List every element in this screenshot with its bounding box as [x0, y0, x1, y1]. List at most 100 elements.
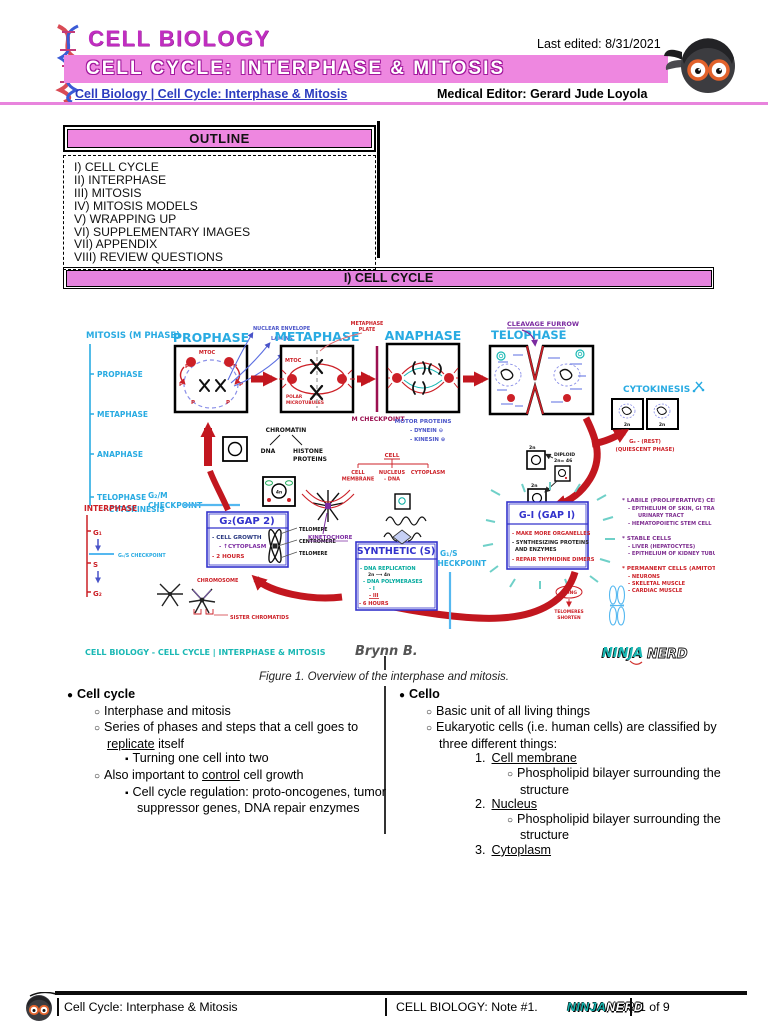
- note-item: ○Basic unit of all living things: [392, 704, 740, 721]
- telomere-label: TELOMERE: [299, 527, 328, 533]
- diploid-label: DIPLOID: [554, 452, 575, 458]
- telophase-title: TELOPHASE: [491, 328, 567, 342]
- motor-proteins-label: MOTOR PROTEINS: [395, 419, 452, 425]
- course-title: CELL BIOLOGY: [88, 26, 271, 51]
- chromatin-tree: CHROMATIN DNA HISTONE PROTEINS: [261, 427, 327, 463]
- bullet-icon: ○: [94, 770, 101, 782]
- outline-box: OUTLINE I) CELL CYCLE II) INTERPHASE III…: [63, 125, 376, 271]
- labile-title: * LABILE (PROLIFERATIVE) CELLS: [622, 498, 715, 504]
- note-item: ○Interphase and mitosis: [60, 704, 388, 721]
- polar-microtubules-label: POLAR: [286, 394, 303, 400]
- g1-box-title: G-I (GAP I): [519, 510, 575, 521]
- cytoplasm-label: CYTOPLASM: [411, 470, 445, 476]
- mitosis-legend: MITOSIS (M PHASE) PROPHASE METAPHASE ANA…: [86, 331, 180, 514]
- figure-watermark: CELL BIOLOGY - CELL CYCLE | INTERPHASE &…: [85, 648, 326, 657]
- ploidy-2n: 2n: [529, 445, 535, 451]
- ninja-nerd-wordmark: NINJA NINJA NERD: [601, 646, 688, 665]
- note-item-numbered: 1. Cell membrane: [392, 751, 740, 766]
- cell-cycle-figure: MITOSIS (M PHASE) PROPHASE METAPHASE ANA…: [84, 320, 715, 665]
- mtoc-label: MTOC: [285, 358, 302, 364]
- cell-nucleus: [227, 441, 243, 457]
- dynein-label: - DYNEIN ⊖: [410, 428, 443, 434]
- bullet-icon: ○: [94, 723, 101, 735]
- note-item: ▪Turning one cell into two: [60, 751, 388, 768]
- footer-brand: NINJANERD: [567, 1000, 643, 1014]
- column-divider: [384, 686, 386, 834]
- bullet-icon: ●: [399, 690, 406, 701]
- interphase-title: INTERPHASE: [84, 504, 137, 513]
- s-bullet: - III: [369, 593, 379, 599]
- nucleus-label: - DNA: [384, 477, 400, 483]
- note-item: ○Eukaryotic cells (i.e. human cells) are…: [392, 720, 740, 751]
- ninja-nerd-logo-icon: [664, 38, 735, 93]
- s-box-title: SYNTHETIC (S): [357, 546, 435, 557]
- anaphase-diagram: ANAPHASE MOTOR PROTEINS - DYNEIN ⊖ - KIN…: [385, 328, 462, 443]
- bullet-icon: ●: [67, 690, 74, 701]
- outline-item: II) INTERPHASE: [74, 172, 167, 187]
- stable-title: * STABLE CELLS: [622, 536, 671, 542]
- chromosome-label: CHROMOSOME: [197, 578, 239, 584]
- g1s-checkpoint-label: G₁/S: [440, 549, 458, 558]
- g1-bullet: - SYNTHESIZING PROTEINS: [512, 540, 589, 546]
- brand-nerd: NERD: [606, 1000, 644, 1014]
- metaphase-plate-label: PLATE: [359, 327, 375, 333]
- outline-item: VII) APPENDIX: [74, 237, 158, 252]
- lamins-label: LAMINS: [271, 336, 293, 342]
- note-title-text: Cello: [409, 687, 440, 701]
- metaphase-plate-label: METAPHASE: [351, 321, 384, 327]
- g2m-checkpoint-label: G₂/M: [148, 491, 168, 500]
- legend-item: TELOPHASE: [97, 493, 146, 502]
- s-bullet: - 6 HOURS: [359, 601, 389, 607]
- g1-box: G-I (GAP I) - MAKE MORE ORGANELLES - SYN…: [482, 482, 615, 589]
- number-marker: 1.: [475, 751, 486, 766]
- note-text: cell growth: [239, 767, 304, 782]
- outline-title: OUTLINE: [67, 129, 372, 148]
- note-item: ○Also important to control cell growth: [60, 768, 388, 785]
- s-box: SYNTHETIC (S) - DNA REPLICATION 2n ⟶ 4n …: [355, 541, 438, 611]
- permanent-title: * PERMANENT CELLS (AMITOTIC): [622, 566, 715, 572]
- cytokinesis-diagram: CYTOKINESIS 2n 2n G₀ - (REST) (QUIESCENT…: [611, 381, 705, 453]
- s-bullet: 2n ⟶ 4n: [368, 572, 390, 578]
- note-text-underlined: Cell membrane: [491, 751, 577, 766]
- diploid-label: 2n= 46: [554, 458, 572, 464]
- outline-header: OUTLINE: [63, 125, 376, 152]
- g1-bullet: - REPAIR THYMIDINE DIMERS: [512, 557, 595, 563]
- bullet-icon: ○: [507, 814, 514, 826]
- outline-item: I) CELL CYCLE: [74, 160, 159, 174]
- footer-left: Cell Cycle: Interphase & Mitosis: [64, 1000, 238, 1014]
- stable-item: - LIVER (HEPATOCYTES): [628, 544, 695, 550]
- g1-rays: [482, 482, 615, 589]
- note-title: ●Cello: [392, 687, 740, 704]
- note-title: ●Cell cycle: [60, 687, 388, 704]
- svg-text:P: P: [185, 364, 189, 370]
- last-edited: Last edited: 8/31/2021: [537, 37, 661, 51]
- legend-title: MITOSIS (M PHASE): [86, 331, 180, 341]
- note-item: ○Series of phases and steps that a cell …: [60, 720, 388, 751]
- bullet-icon: ○: [426, 706, 433, 718]
- cell-box: [222, 436, 248, 462]
- medical-editor: Medical Editor: Gerard Jude Loyola: [437, 87, 648, 101]
- svg-text:P: P: [226, 400, 230, 406]
- arrow-to-cytokinesis: [591, 428, 630, 448]
- footer-center: CELL BIOLOGY: Note #1.: [396, 1000, 538, 1014]
- footer-divider: [385, 998, 387, 1016]
- note-text-underlined: replicate: [107, 736, 155, 751]
- legend-item: METAPHASE: [97, 410, 148, 419]
- arrow-g2-up: [207, 469, 231, 512]
- s-bullet: - DNA POLYMERASES: [363, 579, 423, 585]
- breadcrumb-link[interactable]: Cell Biology | Cell Cycle: Interphase & …: [75, 87, 348, 101]
- footer-ninja-icon: [26, 992, 57, 1021]
- bullet-icon: ▪: [125, 754, 129, 766]
- note-text: itself: [154, 736, 185, 751]
- note-text: Cell cycle regulation: proto-oncogenes, …: [132, 784, 386, 816]
- nuclear-envelope-label: NUCLEAR ENVELOPE: [253, 326, 311, 332]
- g2-bullet: - 2 HOURS: [212, 554, 244, 560]
- notes-left-column: ●Cell cycle ○Interphase and mitosis ○Ser…: [60, 687, 388, 816]
- number-marker: 2.: [475, 797, 486, 812]
- bullet-icon: ○: [426, 723, 433, 735]
- svg-text:P: P: [233, 364, 237, 370]
- footer-divider: [630, 998, 632, 1016]
- note-item: ▪Cell cycle regulation: proto-oncogenes,…: [60, 785, 388, 816]
